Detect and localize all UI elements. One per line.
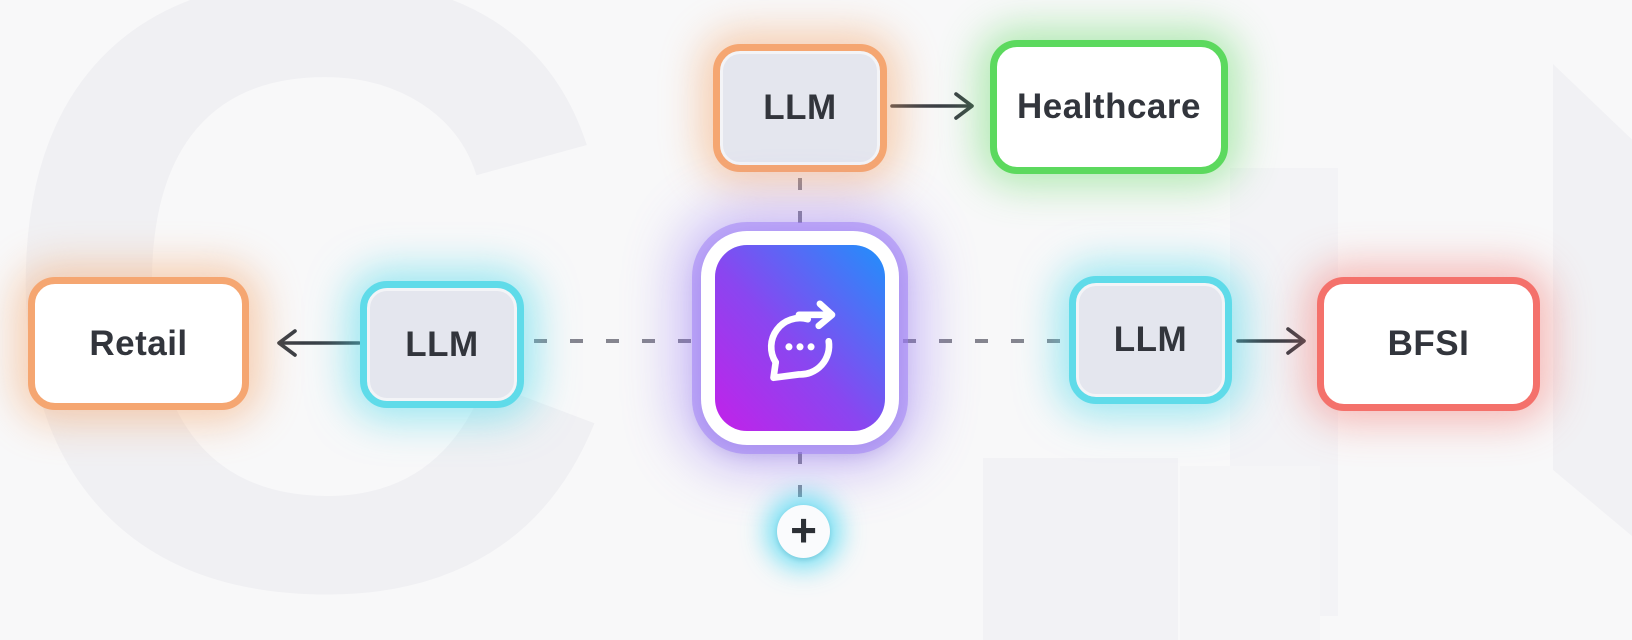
node-label: BFSI bbox=[1387, 324, 1470, 363]
node-retail[interactable]: Retail bbox=[28, 277, 249, 410]
arrow-llm-to-bfsi bbox=[1236, 325, 1314, 357]
plus-icon: + bbox=[790, 504, 817, 556]
node-label: Retail bbox=[89, 323, 188, 363]
background-shape bbox=[983, 458, 1178, 640]
add-node-button[interactable]: + bbox=[777, 505, 830, 558]
arrow-llm-to-healthcare bbox=[890, 90, 987, 122]
node-label: LLM bbox=[1113, 320, 1188, 359]
hub-node[interactable] bbox=[701, 231, 899, 445]
node-bfsi[interactable]: BFSI bbox=[1317, 277, 1540, 411]
node-left-llm[interactable]: LLM bbox=[360, 281, 524, 408]
connector-hub-to-left-llm bbox=[534, 339, 698, 343]
connector-hub-to-add-button bbox=[798, 452, 802, 500]
hub-gradient-tile bbox=[715, 245, 885, 431]
node-label: LLM bbox=[763, 88, 837, 127]
node-label: LLM bbox=[405, 324, 479, 364]
node-top-llm[interactable]: LLM bbox=[713, 44, 887, 172]
chat-sync-icon bbox=[767, 300, 836, 382]
background-shape bbox=[1180, 466, 1320, 640]
node-label: Healthcare bbox=[1017, 87, 1201, 126]
arrow-llm-to-retail bbox=[253, 327, 361, 359]
connector-hub-to-right-llm bbox=[903, 339, 1065, 343]
background-shape bbox=[1553, 64, 1632, 536]
connector-hub-to-top-llm bbox=[798, 178, 802, 230]
node-healthcare[interactable]: Healthcare bbox=[990, 40, 1228, 174]
node-right-llm[interactable]: LLM bbox=[1069, 276, 1232, 404]
